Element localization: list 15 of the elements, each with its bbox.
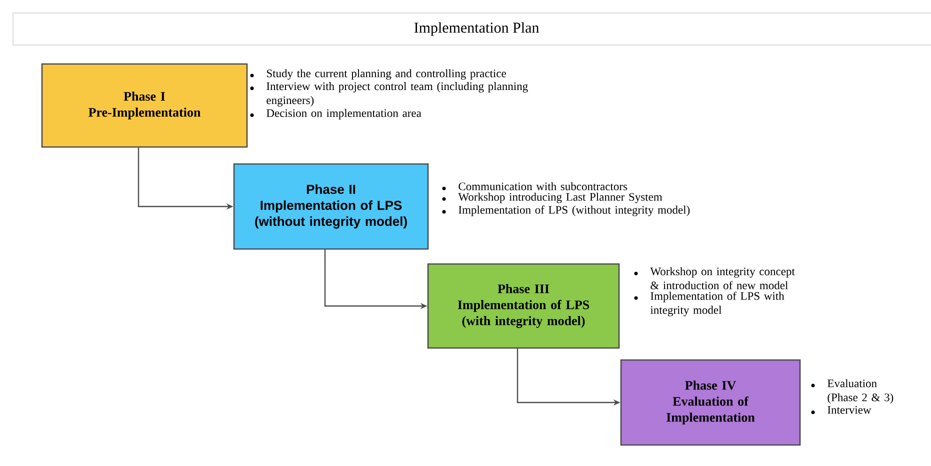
title-bar: Implementation Plan [12, 12, 931, 46]
bullet-item: Evaluation (Phase 2 & 3) [811, 379, 894, 404]
phase-box: Phase II Implementation of LPS (without integrity model) [233, 163, 429, 250]
bullet-item: Implementation of LPS (without integrity model) [442, 206, 690, 216]
bullet-item: Workshop on integrity concept & introduction of new model [634, 267, 795, 290]
phase-box: Phase I Pre-Implementation [41, 63, 248, 148]
bullet-item: Communication with subcontractors [442, 182, 628, 190]
bullet-item: Implementation of LPS with integrity model [634, 292, 784, 316]
bullet-item: Interview [811, 406, 872, 414]
phase-box: Phase III Implementation of LPS (with integrity model) [427, 263, 620, 349]
bullet-item: Interview with project control team (including planning engineers) [250, 82, 528, 107]
phase-box: Phase IV Evaluation of Implementation [620, 359, 801, 446]
bullet-item: Workshop introducing Last Planner System [442, 192, 662, 204]
bullet-item: Decision on implementation area [250, 108, 422, 120]
bullet-item: Study the current planning and controlling practice [250, 69, 506, 80]
